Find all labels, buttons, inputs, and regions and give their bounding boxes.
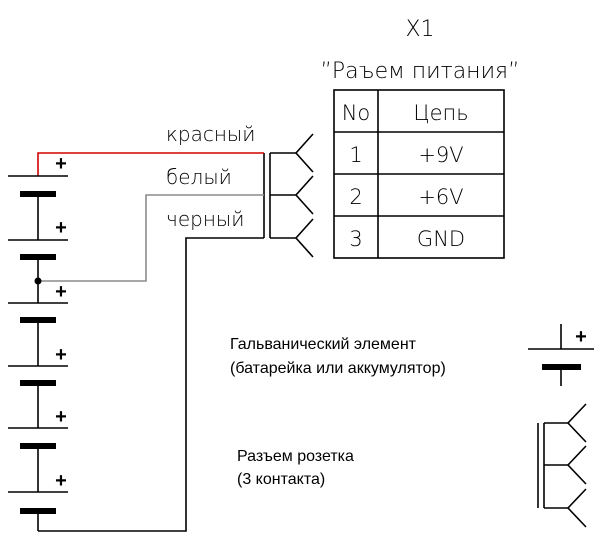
table-cell-net-2: +6V [418,185,463,209]
legend-socket-symbol [537,403,587,528]
table-cell-net-3: GND [417,227,465,251]
wire-label-black: черный [166,207,244,231]
wire-label-red: красный [166,122,255,146]
wire-label-white: белый [166,165,232,189]
battery-plus-5: + [55,406,67,428]
table-header-no: No [342,101,371,125]
legend-cell-line2: (батарейка или аккумулятор) [230,360,446,377]
battery-plus-2: + [55,217,67,239]
battery-plus-4: + [55,344,67,366]
table-cell-pin-1: 1 [349,143,362,167]
connector-table [333,89,505,259]
table-cell-pin-3: 3 [349,227,362,251]
connector-name: ”Раъем питания” [321,59,520,84]
battery-plus-6: + [55,470,67,492]
battery-plus-1: + [55,153,67,175]
wire-red [37,152,264,176]
table-cell-net-1: +9V [418,143,463,167]
socket-symbol-x1 [263,133,314,258]
battery-plus-3: + [55,281,67,303]
wire-black [38,237,264,532]
legend-cell-line1: Гальванический элемент [230,336,417,353]
connector-designator: X1 [405,17,434,42]
legend-socket-line2: (3 контакта) [237,471,325,488]
battery-stack [8,175,68,531]
legend-cell-plus: + [575,326,587,348]
table-header-circuit: Цепь [413,101,468,125]
legend-socket-line1: Разъем розетка [237,448,354,465]
wire-white [38,194,264,282]
table-cell-pin-2: 2 [349,185,362,209]
legend-cell-symbol [528,324,594,386]
